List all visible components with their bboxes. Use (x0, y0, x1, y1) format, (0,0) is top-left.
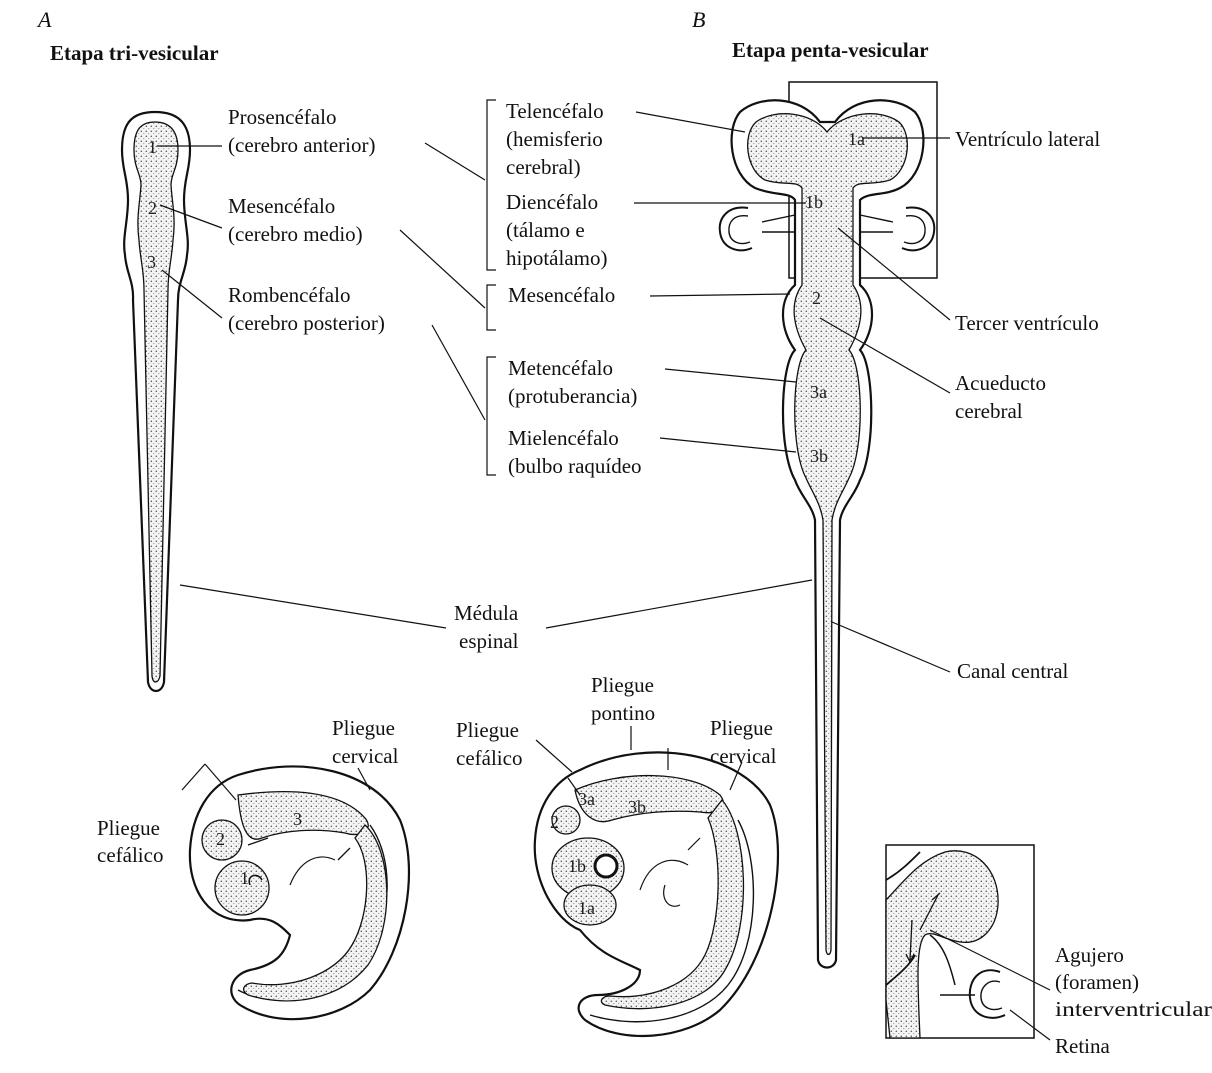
label-prosencefalo-sub: (cerebro anterior) (228, 133, 375, 157)
label-medula-sub: espinal (459, 629, 519, 653)
label-embryo-b-cefalico: Pliegue (456, 718, 519, 742)
embryo-a-num-2: 2 (216, 829, 225, 849)
embryo-b-num-3b: 3b (628, 797, 646, 817)
label-diencefalo: Diencéfalo (506, 190, 598, 214)
label-embryo-a-cervical: Pliegue (332, 716, 395, 740)
label-agujero-sub2: interventricular (1055, 997, 1212, 1021)
label-retina: Retina (1055, 1034, 1110, 1058)
label-ventriculo-lateral: Ventrículo lateral (955, 127, 1100, 151)
tri-vesicular-tube: 1 2 3 (120, 110, 192, 693)
embryo-a-leaders (181, 763, 371, 801)
label-rombencefalo-sub: (cerebro posterior) (228, 311, 385, 335)
penta-num-1b: 1b (805, 192, 823, 212)
label-telencefalo: Telencéfalo (506, 99, 604, 123)
penta-num-3b: 3b (810, 446, 828, 466)
label-embryo-b-cervical: Pliegue (710, 716, 773, 740)
embryo-b-num-2: 2 (550, 812, 559, 832)
label-pliegue-pontino-sub: pontino (591, 701, 655, 725)
label-pliegue-pontino: Pliegue (591, 673, 654, 697)
penta-vesicular-tube: 1a 1b 2 3a 3b (718, 81, 938, 969)
label-diencefalo-sub2: hipotálamo) (506, 246, 607, 270)
label-rombencefalo: Rombencéfalo (228, 283, 350, 307)
inset-detail (885, 844, 1035, 1039)
label-telencefalo-sub2: cerebral) (506, 155, 581, 179)
label-tercer-ventriculo: Tercer ventrículo (955, 311, 1099, 335)
label-medula: Médula (454, 601, 519, 625)
penta-num-3a: 3a (810, 382, 827, 402)
label-canal-central: Canal central (957, 659, 1069, 683)
inset-leaders (929, 929, 1051, 1041)
label-agujero-sub1: (foramen) (1055, 970, 1139, 994)
label-embryo-a-cefalico-sub: cefálico (97, 843, 163, 867)
label-agujero: Agujero (1055, 943, 1124, 967)
label-embryo-a-cervical-sub: cervical (332, 744, 399, 768)
label-embryo-b-cefalico-sub: cefálico (456, 746, 522, 770)
penta-leaders (545, 111, 951, 673)
label-metencefalo: Metencéfalo (508, 356, 613, 380)
panel-b-title: Etapa penta-vesicular (732, 38, 929, 62)
embryo-b: 2 1b 1a 3a 3b (533, 748, 780, 1038)
penta-num-2: 2 (812, 288, 821, 308)
embryo-b-leaders (535, 726, 743, 791)
label-mesencefalo-tri: Mesencéfalo (228, 194, 335, 218)
embryo-b-num-1b: 1b (568, 856, 586, 876)
embryo-a-num-3: 3 (293, 809, 302, 829)
embryo-a-num-1: 1 (240, 868, 249, 888)
label-mesencefalo-penta: Mesencéfalo (508, 283, 615, 307)
tri-num-3: 3 (147, 252, 156, 272)
panel-a-letter: A (36, 7, 52, 32)
embryo-b-num-1a: 1a (578, 898, 595, 918)
tri-leaders (157, 142, 486, 629)
label-acueducto: Acueducto (955, 371, 1046, 395)
label-mielencefalo: Mielencéfalo (508, 426, 619, 450)
label-mesencefalo-tri-sub: (cerebro medio) (228, 222, 363, 246)
penta-num-1a: 1a (848, 129, 865, 149)
tri-num-2: 2 (148, 198, 157, 218)
label-prosencefalo: Prosencéfalo (228, 105, 336, 129)
panel-b-letter: B (692, 7, 705, 32)
panel-a-title: Etapa tri-vesicular (50, 41, 219, 65)
label-acueducto-sub: cerebral (955, 399, 1023, 423)
embryo-a: 2 1 3 (188, 765, 411, 1021)
label-diencefalo-sub1: (tálamo e (506, 218, 585, 242)
label-embryo-a-cefalico: Pliegue (97, 816, 160, 840)
label-mielencefalo-sub: (bulbo raquídeo (508, 454, 642, 478)
label-metencefalo-sub: (protuberancia) (508, 384, 637, 408)
label-telencefalo-sub1: (hemisferio (506, 127, 603, 151)
embryo-b-num-3a: 3a (578, 789, 595, 809)
label-embryo-b-cervical-sub: cervical (710, 744, 777, 768)
brackets (486, 99, 496, 476)
tri-num-1: 1 (148, 137, 157, 157)
